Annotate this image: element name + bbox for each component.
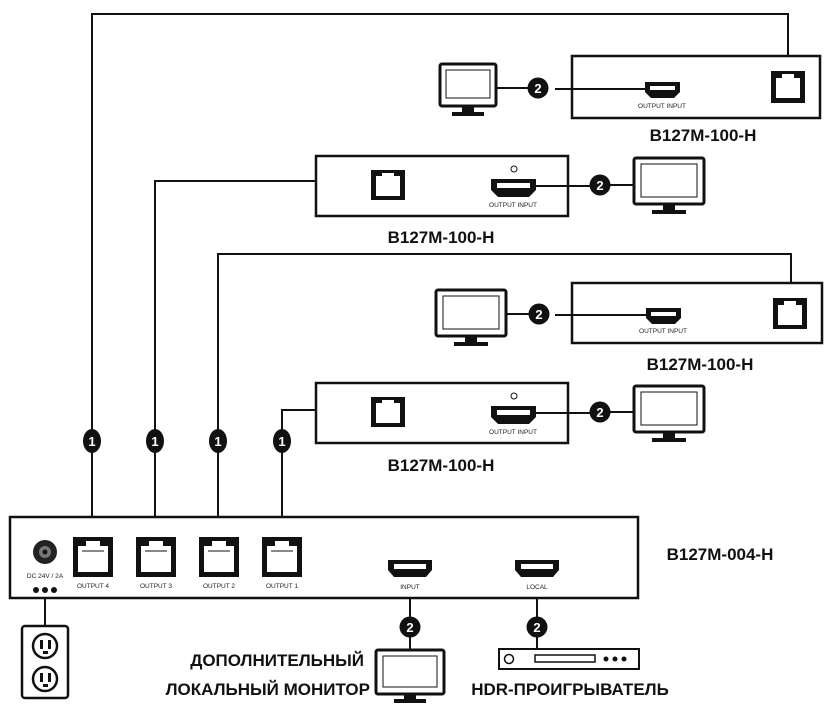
ethernet-marker-output-1: 1	[273, 429, 291, 453]
hdr-player-connection: 2 HDR-ПРОИГРЫВАТЕЛЬ	[471, 598, 669, 699]
rj45-port-icon	[371, 170, 405, 200]
power-jack-icon	[33, 540, 57, 564]
cable-output-3	[154, 180, 373, 535]
hdmi-marker	[528, 303, 550, 325]
hdmi-port-icon	[645, 82, 680, 98]
rj45-port-icon	[771, 71, 805, 103]
power-label: DC 24V / 2A	[27, 573, 64, 580]
main-unit-model-label: B127M-004-H	[667, 545, 774, 564]
ethernet-marker-number: 1	[88, 434, 95, 449]
rj45-port-output-2	[199, 537, 239, 577]
monitor-icon	[374, 648, 446, 703]
device-model-label: B127M-100-H	[650, 126, 757, 145]
hdmi-marker-number: 2	[535, 307, 542, 322]
monitor-icon	[632, 156, 706, 214]
remote-receiver-1: OUTPUT INPUT 2 B127M-100-H	[438, 54, 822, 145]
media-player-icon	[498, 648, 640, 670]
local-monitor-connection: 2 ДОПОЛНИТЕЛЬНЫЙ ЛОКАЛЬНЫЙ МОНИТОР	[166, 598, 446, 703]
hdmi-port-icon	[646, 308, 681, 324]
local-monitor-label-line1: ДОПОЛНИТЕЛЬНЫЙ	[190, 651, 364, 670]
port-label-output-4: OUTPUT 4	[77, 583, 109, 590]
remote-receiver-3: OUTPUT INPUT 2 B127M-100-H	[434, 281, 824, 374]
port-label-output-1: OUTPUT 1	[266, 583, 298, 590]
local-monitor-label-line2: ЛОКАЛЬНЫЙ МОНИТОР	[166, 680, 370, 699]
rj45-port-output-3	[136, 537, 176, 577]
hdmi-marker	[526, 616, 548, 638]
ethernet-markers: 1 1 1 1	[83, 429, 291, 453]
hdmi-marker-number: 2	[533, 620, 540, 635]
hdmi-marker-number: 2	[596, 405, 603, 420]
ethernet-marker-output-4: 1	[83, 429, 101, 453]
hdmi-marker-number: 2	[596, 178, 603, 193]
hdmi-marker	[527, 77, 549, 99]
ethernet-marker-output-3: 1	[146, 429, 164, 453]
remote-receiver-4: OUTPUT INPUT 2 B127M-100-H	[314, 381, 706, 475]
wall-outlet-icon	[20, 624, 70, 700]
hdmi-marker-number: 2	[406, 620, 413, 635]
led-indicator	[510, 165, 518, 173]
device-model-label: B127M-100-H	[388, 228, 495, 247]
port-label-output-2: OUTPUT 2	[203, 583, 235, 590]
rj45-port-output-1	[262, 537, 302, 577]
port-label: OUTPUT INPUT	[638, 103, 686, 110]
monitor-icon	[434, 288, 508, 346]
monitor-icon	[438, 62, 498, 116]
main-unit-box	[8, 515, 640, 600]
port-label-input: INPUT	[400, 584, 420, 591]
port-label: OUTPUT INPUT	[639, 328, 687, 335]
ethernet-marker-output-2: 1	[209, 429, 227, 453]
device-model-label: B127M-100-H	[388, 456, 495, 475]
hdr-player-label: HDR-ПРОИГРЫВАТЕЛЬ	[471, 680, 669, 699]
hdmi-marker	[399, 616, 421, 638]
monitor-icon	[632, 384, 706, 442]
port-label-output-3: OUTPUT 3	[140, 583, 172, 590]
port-label-local: LOCAL	[526, 584, 548, 591]
hdmi-marker	[589, 401, 611, 423]
hdmi-port-icon	[491, 406, 536, 424]
cable-output-4	[91, 13, 789, 535]
rj45-port-icon	[371, 397, 405, 427]
hdmi-local-port-icon	[515, 560, 559, 577]
port-label: OUTPUT INPUT	[489, 202, 537, 209]
remote-receiver-2: OUTPUT INPUT 2 B127M-100-H	[314, 154, 706, 247]
ethernet-marker-number: 1	[214, 434, 221, 449]
cable-output-2	[217, 253, 792, 535]
device-model-label: B127M-100-H	[647, 355, 754, 374]
hdmi-marker-number: 2	[534, 81, 541, 96]
hdmi-marker	[589, 174, 611, 196]
ethernet-marker-number: 1	[151, 434, 158, 449]
main-unit: DC 24V / 2A	[8, 515, 774, 600]
hdmi-port-icon	[491, 179, 536, 197]
hdmi-input-port-icon	[388, 560, 432, 577]
polarity-icon	[33, 587, 57, 593]
port-label: OUTPUT INPUT	[489, 429, 537, 436]
led-indicator	[510, 392, 518, 400]
ethernet-marker-number: 1	[278, 434, 285, 449]
rj45-port-output-4	[73, 537, 113, 577]
rj45-port-icon	[773, 298, 807, 329]
